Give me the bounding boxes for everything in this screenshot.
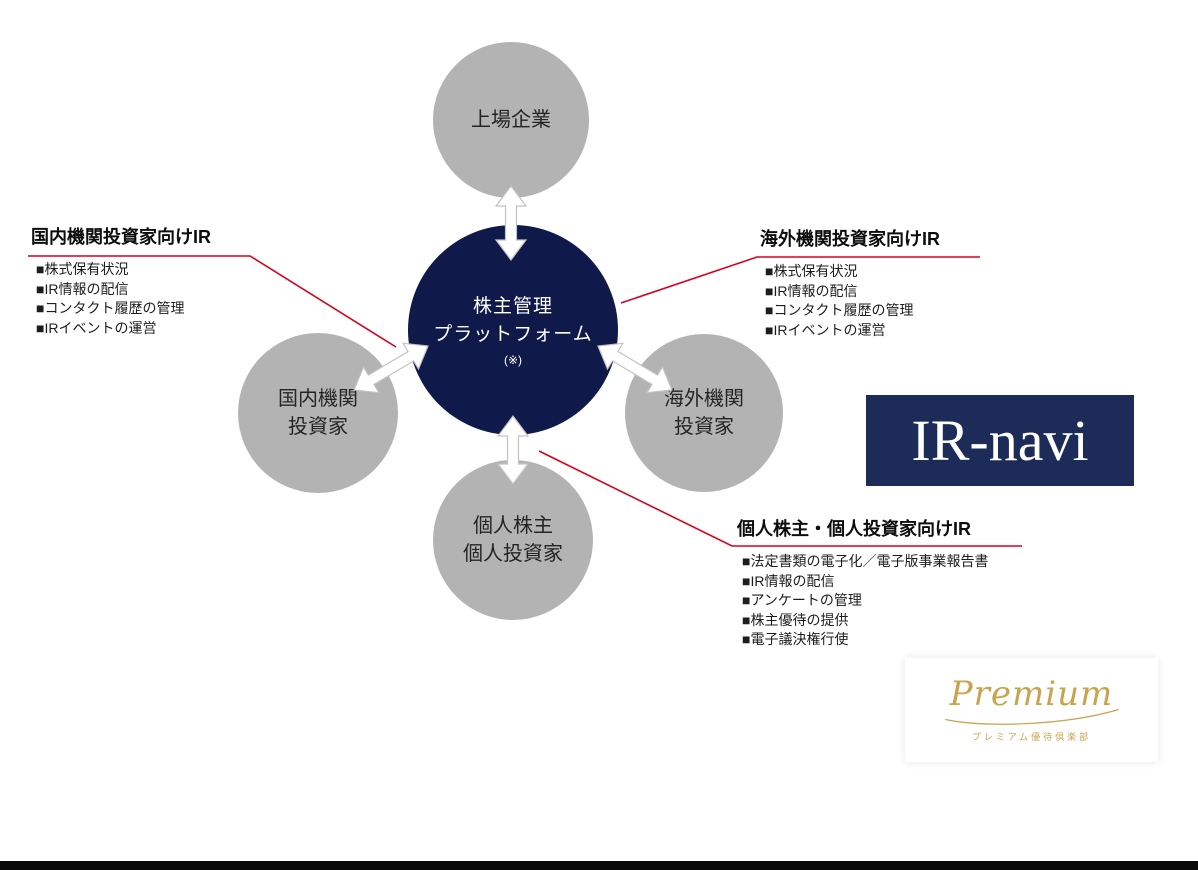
bottom-border-bar	[0, 861, 1198, 870]
node-overseas-investors: 海外機関 投資家	[625, 334, 783, 492]
callout-item: ■IR情報の配信	[765, 282, 858, 299]
premium-logo-box: Premium プレミアム優待倶楽部	[905, 658, 1158, 762]
callout-domestic-ir: 国内機関投資家向けIR ■株式保有状況 ■IR情報の配信 ■コンタクト履歴の管理…	[31, 226, 211, 338]
callout-overseas-title: 海外機関投資家向けIR	[760, 229, 940, 249]
node-individual-investors-line2: 個人投資家	[463, 543, 563, 565]
callout-individual-items: ■法定書類の電子化／電子版事業報告書 ■IR情報の配信 ■アンケートの管理 ■株…	[742, 552, 988, 650]
callout-item: ■株式保有状況	[36, 261, 129, 277]
callout-domestic-items: ■株式保有状況 ■IR情報の配信 ■コンタクト履歴の管理 ■IRイベントの運営	[36, 260, 211, 338]
callout-item: ■アンケートの管理	[742, 592, 862, 608]
callout-item: ■コンタクト履歴の管理	[36, 300, 185, 316]
node-listed-company-label: 上場企業	[471, 109, 551, 131]
node-domestic-investors-line2: 投資家	[288, 416, 348, 438]
premium-logo-text: Premium	[949, 674, 1114, 714]
node-domestic-investors-line1: 国内機関	[278, 388, 358, 410]
platform-label-line2: プラットフォーム	[433, 323, 593, 345]
callout-item: ■コンタクト履歴の管理	[765, 302, 914, 318]
premium-swoosh-icon	[944, 708, 1119, 725]
callout-individual-title: 個人株主・個人投資家向けIR	[737, 519, 971, 539]
callout-individual-ir: 個人株主・個人投資家向けIR ■法定書類の電子化／電子版事業報告書 ■IR情報の…	[737, 518, 988, 650]
irnavi-logo-box: IR-navi	[866, 395, 1134, 486]
callout-item: ■株式保有状況	[765, 263, 858, 279]
callout-item: ■IRイベントの運営	[765, 321, 886, 338]
callout-item: ■IRイベントの運営	[36, 319, 157, 336]
callout-overseas-ir: 海外機関投資家向けIR ■株式保有状況 ■IR情報の配信 ■コンタクト履歴の管理…	[760, 228, 940, 340]
node-shareholder-platform: 株主管理 プラットフォーム (※)	[408, 225, 618, 435]
node-overseas-investors-line2: 投資家	[674, 416, 734, 438]
node-individual-investors-line1: 個人株主	[473, 515, 553, 537]
platform-label-line1: 株主管理	[472, 295, 553, 317]
node-listed-company: 上場企業	[433, 42, 589, 198]
node-overseas-investors-line1: 海外機関	[664, 388, 744, 410]
callout-item: ■IR情報の配信	[36, 280, 129, 297]
callout-overseas-items: ■株式保有状況 ■IR情報の配信 ■コンタクト履歴の管理 ■IRイベントの運営	[765, 262, 940, 340]
premium-logo-subtext: プレミアム優待倶楽部	[971, 732, 1092, 742]
node-individual-investors: 個人株主 個人投資家	[433, 460, 593, 620]
callout-item: ■IR情報の配信	[742, 572, 835, 589]
callout-domestic-title: 国内機関投資家向けIR	[31, 227, 211, 247]
callout-item: ■株主優待の提供	[742, 611, 849, 628]
callout-item: ■法定書類の電子化／電子版事業報告書	[742, 553, 989, 569]
irnavi-logo-text: IR-navi	[911, 407, 1089, 473]
node-domestic-investors: 国内機関 投資家	[238, 333, 398, 493]
callout-item: ■電子議決権行使	[742, 631, 849, 647]
platform-footnote-mark: (※)	[503, 353, 523, 368]
